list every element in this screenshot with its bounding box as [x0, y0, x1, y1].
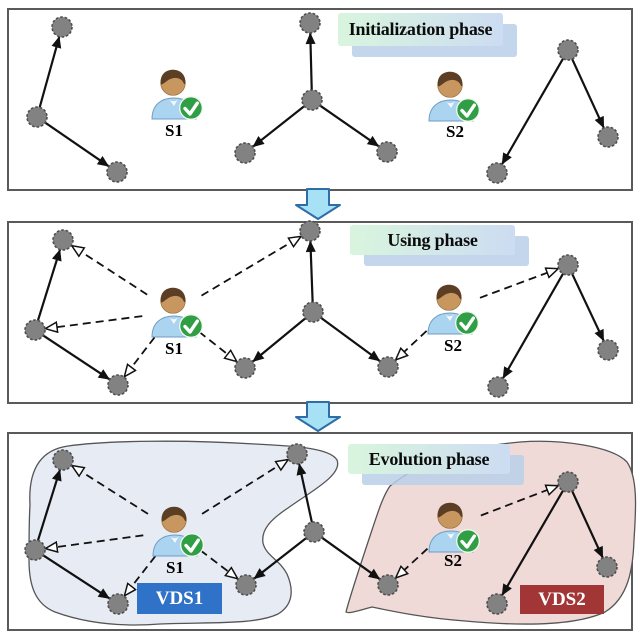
peer-node	[299, 220, 321, 242]
phase-title-text: Initialization phase	[348, 19, 493, 39]
query-edge-dashed	[72, 466, 149, 515]
peer-node	[557, 471, 579, 493]
link-edge-solid	[42, 554, 111, 600]
query-edge-dashed	[201, 237, 300, 297]
query-edge-dashed	[396, 330, 428, 360]
peer-node	[302, 301, 324, 323]
peer-node	[234, 357, 256, 379]
query-edge-dashed	[46, 315, 143, 328]
query-edge-dashed	[46, 534, 144, 548]
query-edge-dashed	[125, 555, 157, 595]
actor-label-s2-initialization: S2	[446, 122, 464, 141]
vds2-badge: VDS2	[520, 585, 604, 614]
actor-label-s2-evolution: S2	[444, 551, 462, 570]
peer-node	[487, 376, 509, 398]
peer-node	[52, 229, 74, 251]
user-check-icon-s1	[151, 69, 203, 120]
link-edge-solid	[296, 463, 313, 523]
link-edge-solid	[42, 334, 111, 381]
title-face: Evolution phase	[348, 444, 510, 474]
phase-title-evolution: Evolution phase	[348, 444, 524, 485]
flow-arrow-down	[295, 188, 341, 220]
link-edge-solid	[501, 490, 564, 596]
title-face: Initialization phase	[338, 13, 503, 46]
user-check-icon-s2	[428, 71, 480, 122]
peer-node	[299, 12, 321, 34]
peer-node	[51, 16, 73, 38]
user-check-icon-s2	[427, 284, 479, 335]
vds2-label: VDS2	[538, 588, 586, 610]
vds1-badge: VDS1	[137, 583, 222, 614]
flow-arrow-down	[295, 401, 341, 432]
peer-node	[597, 339, 619, 361]
peer-node	[107, 593, 129, 615]
peer-node	[557, 254, 579, 276]
link-edge-solid	[44, 121, 110, 168]
link-edge-solid	[571, 273, 605, 342]
phase-title-text: Evolution phase	[368, 448, 490, 469]
link-edge-solid	[253, 537, 307, 580]
link-edge-solid	[305, 240, 316, 303]
peer-node	[486, 593, 508, 615]
link-edge-solid	[36, 469, 62, 541]
actor-label-s1-evolution: S1	[166, 558, 184, 577]
phase-title-initialization: Initialization phase	[338, 13, 517, 57]
query-edge-dashed	[396, 548, 429, 578]
peer-node	[303, 521, 325, 543]
peer-node	[235, 574, 257, 596]
peer-node	[376, 141, 398, 163]
link-edge-solid	[571, 58, 605, 129]
peer-node	[24, 539, 46, 561]
actor-label-s1-using: S1	[165, 339, 183, 358]
peer-node	[52, 449, 74, 471]
link-edge-solid	[501, 58, 564, 165]
query-edge-dashed	[198, 331, 236, 361]
peer-node	[377, 356, 399, 378]
link-edge-solid	[252, 317, 306, 363]
user-check-icon-s1	[151, 287, 203, 338]
actor-label-s2-using: S2	[444, 336, 462, 355]
link-edge-solid	[571, 490, 604, 559]
link-edge-solid	[320, 317, 381, 362]
peer-node	[24, 319, 46, 341]
query-edge-dashed	[201, 460, 288, 515]
link-edge-solid	[321, 536, 381, 581]
query-edge-dashed	[479, 269, 558, 299]
peer-node	[286, 443, 308, 465]
query-edge-dashed	[72, 246, 148, 296]
link-edge-solid	[38, 36, 62, 108]
query-edge-dashed	[480, 486, 558, 517]
query-edge-dashed	[125, 336, 156, 376]
actor-label-s1-initialization: S1	[165, 121, 183, 140]
link-edge-solid	[252, 105, 305, 148]
peer-node	[234, 142, 256, 164]
user-check-icon-s1	[152, 506, 204, 557]
link-edge-solid	[305, 32, 316, 91]
user-check-icon-s2	[428, 502, 480, 553]
peer-node	[557, 39, 579, 61]
peer-node	[107, 374, 129, 396]
peer-node	[486, 162, 508, 184]
peer-node	[596, 556, 618, 578]
link-edge-solid	[36, 249, 62, 321]
link-edge-solid	[319, 104, 380, 148]
link-edge-solid	[502, 273, 564, 379]
peer-node	[597, 126, 619, 148]
title-face: Using phase	[350, 225, 515, 255]
peer-node	[377, 574, 399, 596]
peer-node	[301, 89, 323, 111]
query-edge-dashed	[199, 549, 237, 578]
peer-node	[106, 161, 128, 183]
phase-title-using: Using phase	[350, 225, 529, 266]
vds1-label: VDS1	[155, 587, 204, 609]
phase-title-text: Using phase	[387, 229, 478, 250]
peer-node	[26, 106, 48, 128]
